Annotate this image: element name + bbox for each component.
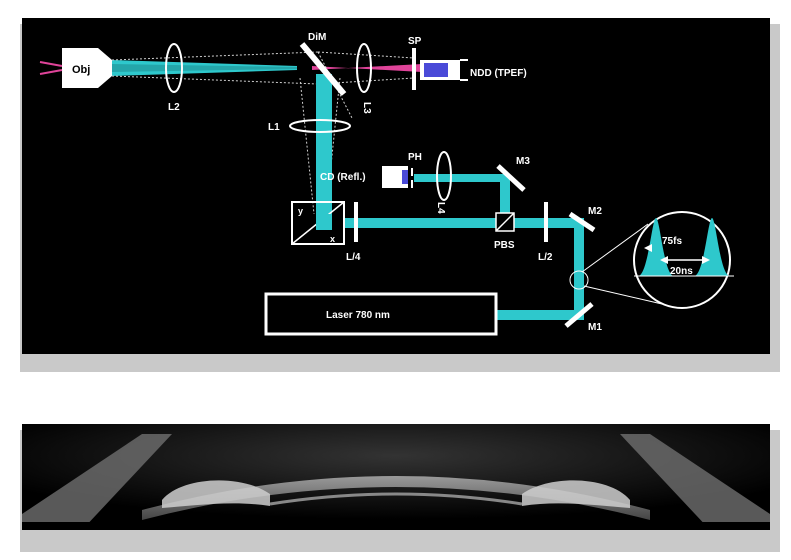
label-obj: Obj [72,64,90,76]
pulse-period-arrowhead-right [702,256,710,264]
dichroic-mirror [299,42,347,96]
objective: Obj [39,48,112,88]
label-pulse-period: 20ns [670,266,693,277]
beam-cube-to-m2 [344,218,582,228]
beam-laser-to-m1 [496,310,584,320]
label-sp: SP [408,36,422,47]
optical-setup-diagram: Obj L2 DiM L3 SP NDD (TPEF) L1 [39,32,734,336]
label-pulse-width: 75fs [662,236,682,247]
lens-surface [269,492,523,506]
label-m1: M1 [588,322,602,333]
back-beam [112,64,297,72]
label-cd: CD (Refl.) [320,172,366,183]
left-sclera [22,434,172,530]
setup-diagram-panel: Obj L2 DiM L3 SP NDD (TPEF) L1 [22,18,770,354]
scanner-cube [291,201,345,245]
mirror-m1 [564,302,594,328]
label-ph: PH [408,152,422,163]
left-iris [162,480,270,508]
right-iris [522,480,630,508]
cornea-image-panel [22,424,770,530]
right-sclera [620,434,770,530]
beam-pbs-to-m3 [500,174,510,224]
lens-l4 [436,151,452,201]
confocal-detector [382,166,413,188]
label-l4b: L/4 [346,252,361,263]
label-m3: M3 [516,156,530,167]
zoom-line-top [581,223,649,273]
label-l3: L3 [361,102,372,114]
label-l1: L1 [268,122,280,133]
lens-l3 [356,43,372,93]
ndd-detector [420,59,468,81]
fluorescence-beam [312,64,422,72]
lens-l1 [289,119,351,133]
label-l2b: L/2 [538,252,553,263]
zoom-origin-circle [569,270,589,290]
beam-outline-lines [111,51,415,215]
zoom-line-bottom [583,285,663,305]
label-ndd: NDD (TPEF) [470,68,527,79]
label-l4: L4 [435,202,446,214]
label-pbs: PBS [494,240,515,251]
label-l2: L2 [168,102,180,113]
pulse-period-arrowhead-left [660,256,668,264]
vertical-beam [316,74,332,224]
lens-l2 [165,43,183,93]
quarter-wave-plate [354,202,358,242]
beam-m3-to-detector [414,174,510,182]
label-y: y [298,206,303,216]
pulse-width-arrow [644,244,652,252]
mirror-m2 [568,211,596,233]
cornea-arc [142,476,650,520]
label-x: x [330,234,335,244]
laser-source [264,292,498,336]
label-laser: Laser 780 nm [326,310,390,321]
shortpass-filter [412,48,416,90]
polarizing-beam-splitter [495,212,515,232]
beam-m2-to-m1 [574,218,584,318]
label-m2: M2 [588,206,602,217]
mirror-m3 [496,164,526,192]
half-wave-plate [544,202,548,242]
label-dim: DiM [308,32,326,43]
cornea-cross-section-image [22,424,770,530]
